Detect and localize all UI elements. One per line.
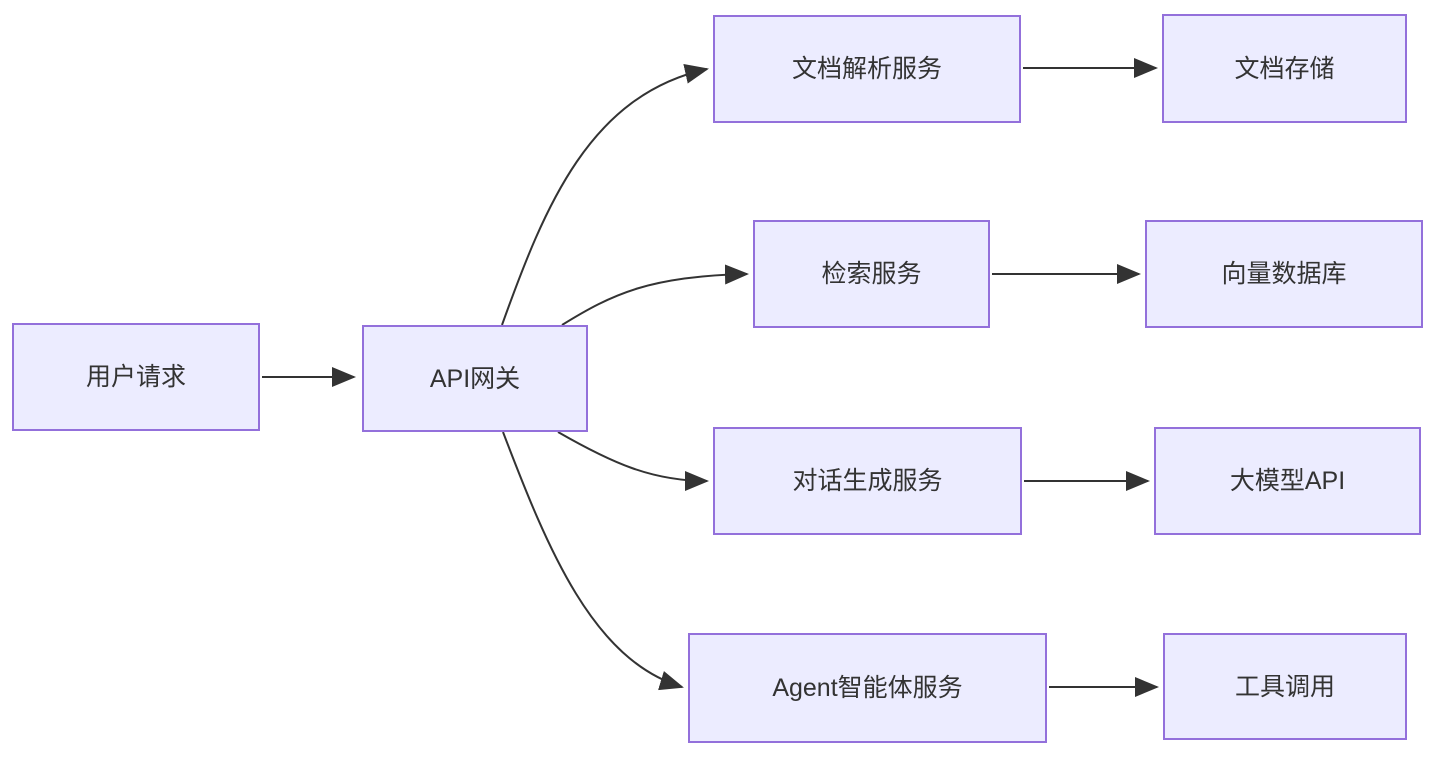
node-llm-api-label: 大模型API: [1229, 467, 1346, 495]
node-dialog-gen-service-label: 对话生成服务: [792, 467, 943, 495]
node-vector-database: 向量数据库: [1145, 220, 1423, 328]
node-tool-call-label: 工具调用: [1234, 672, 1335, 701]
node-vector-database-label: 向量数据库: [1221, 260, 1347, 288]
edge-api-gateway-to-retrieval-service: [561, 264, 749, 326]
node-doc-parse-service-label: 文档解析服务: [791, 55, 942, 83]
node-doc-storage: 文档存储: [1162, 14, 1407, 123]
edge-api-gateway-to-dialog-gen-service: [557, 431, 709, 491]
node-user-request: 用户请求: [12, 323, 260, 431]
edge-api-gateway-to-agent-service: [502, 431, 684, 691]
node-llm-api: 大模型API: [1154, 427, 1421, 535]
node-api-gateway-label: API网关: [429, 364, 521, 393]
node-tool-call: 工具调用: [1163, 633, 1407, 740]
node-api-gateway: API网关: [362, 325, 588, 432]
node-user-request-label: 用户请求: [85, 363, 186, 391]
node-retrieval-service: 检索服务: [753, 220, 990, 328]
node-doc-parse-service: 文档解析服务: [713, 15, 1021, 123]
node-retrieval-service-label: 检索服务: [821, 260, 922, 288]
node-dialog-gen-service: 对话生成服务: [713, 427, 1022, 535]
node-agent-service-label: Agent智能体服务: [772, 674, 963, 702]
node-doc-storage-label: 文档存储: [1234, 54, 1335, 83]
edge-api-gateway-to-doc-parse-service: [501, 64, 709, 326]
node-agent-service: Agent智能体服务: [688, 633, 1047, 743]
